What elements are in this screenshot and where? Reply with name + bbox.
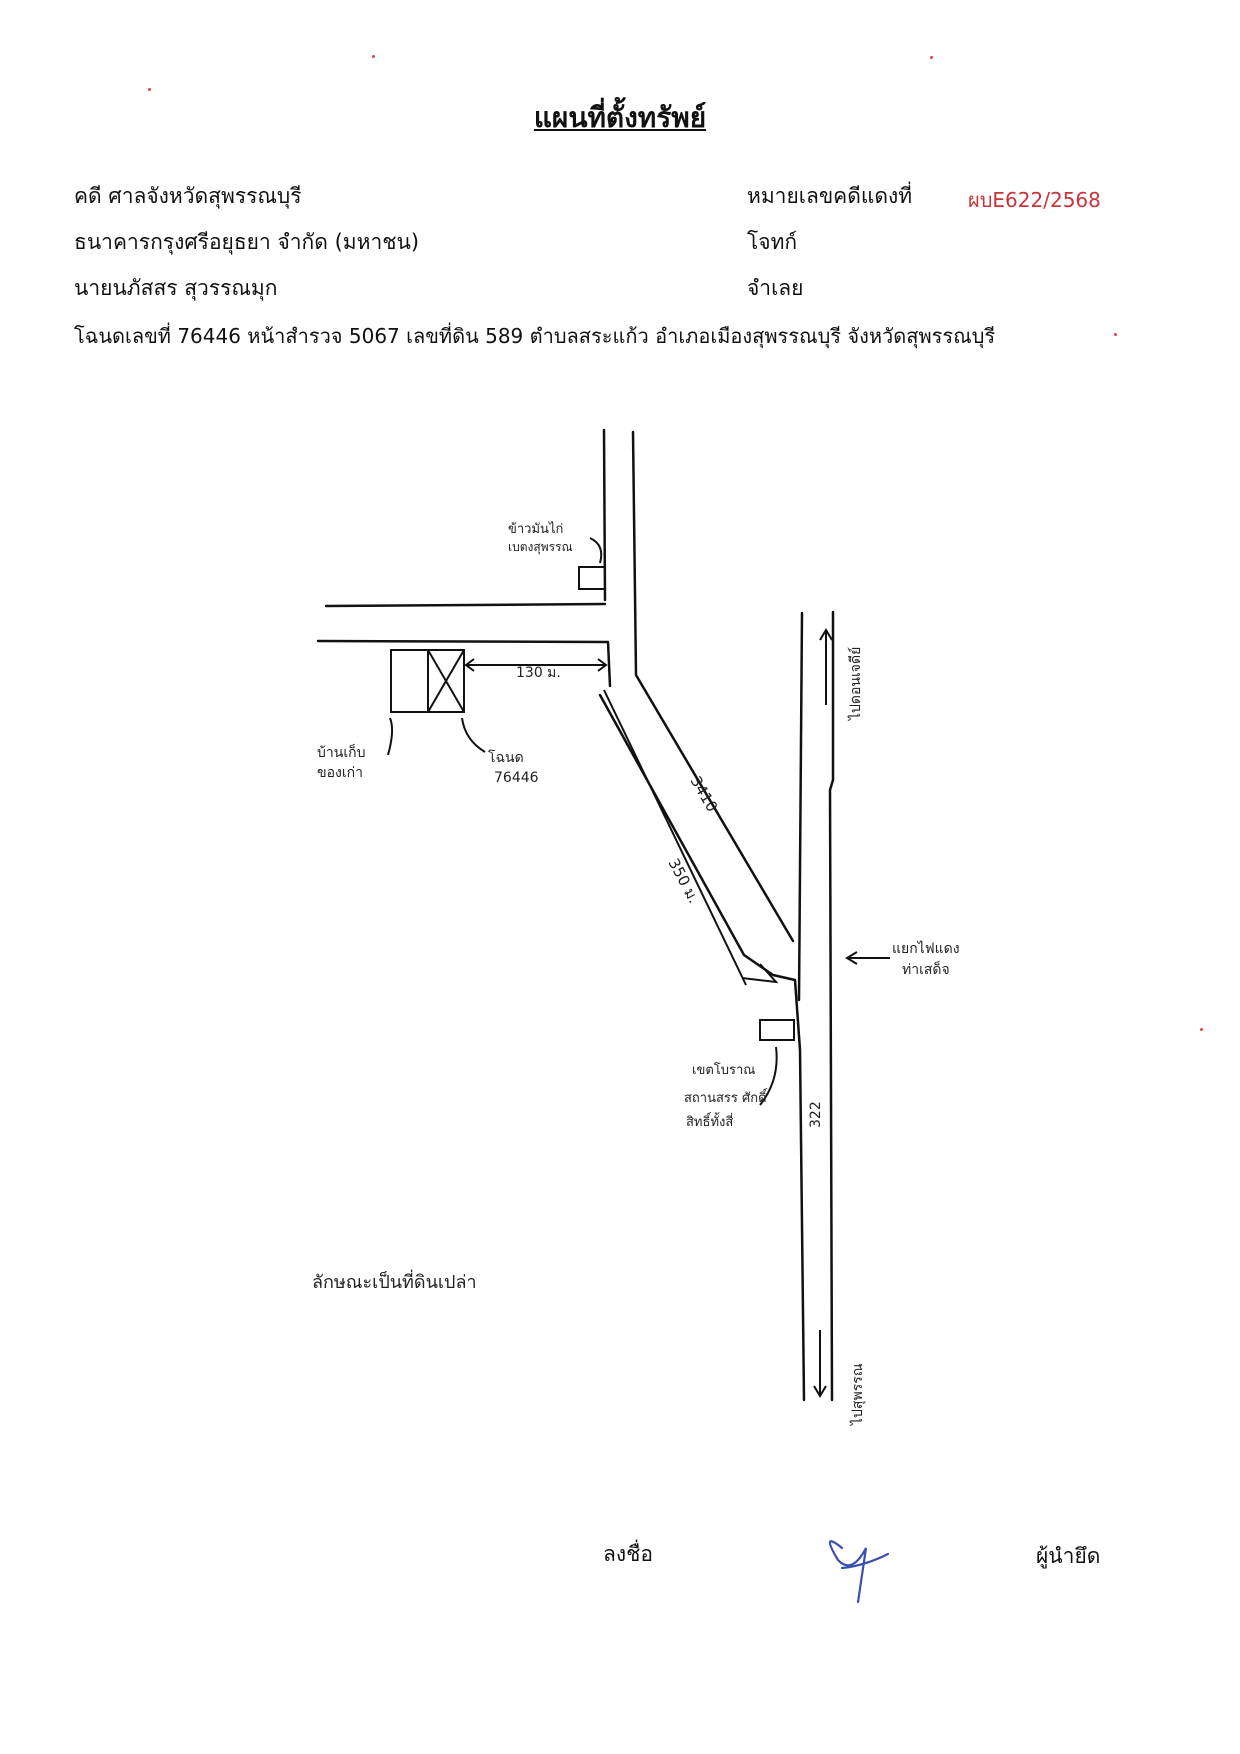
- plaintiff-label: โจทก์: [747, 230, 798, 254]
- traffic-light-head: [845, 951, 858, 965]
- shrine-label-3: สิทธิ์ทั้งสี่: [686, 1112, 733, 1130]
- restaurant-marker: [578, 566, 606, 590]
- sign-label: ลงชื่อ: [603, 1542, 653, 1566]
- soi-top-edge: [324, 602, 607, 608]
- to-don-chedi-label: ไปดอนเจดีย์: [847, 647, 864, 721]
- case-number-label: หมายเลขคดีแดงที่: [747, 184, 913, 208]
- shrine-pointer: [759, 1046, 778, 1106]
- house-label-1: บ้านเก็บ: [317, 743, 365, 761]
- shrine-label-1: เขตโบราณ: [692, 1062, 755, 1078]
- restaurant-label-1: ข้าวมันไก่: [508, 521, 563, 537]
- road-322-north-left: [797, 611, 804, 1002]
- speck: [1114, 333, 1117, 336]
- to-suphan-label: ไปสุพรรณ: [849, 1363, 866, 1426]
- road-322-label: 322: [808, 1101, 824, 1128]
- to-don-chedi-head: [819, 628, 833, 641]
- soi-bottom-edge: [316, 639, 612, 688]
- deed-pointer: [461, 717, 486, 753]
- traffic-light-label-2: ท่าเสด็จ: [902, 960, 950, 978]
- house-plot: [390, 649, 429, 713]
- page-title: แผนที่ตั้งทรัพย์: [533, 101, 707, 134]
- speck: [148, 88, 151, 91]
- restaurant-pointer: [589, 537, 603, 564]
- restaurant-label-2: เบตงสุพรรณ: [508, 540, 573, 555]
- shrine-marker: [759, 1019, 795, 1041]
- defendant-name: นายนภัสสร สุวรรณมุก: [74, 276, 278, 300]
- distance-130-label: 130 ม.: [516, 665, 561, 681]
- distance-350-head: [741, 963, 779, 984]
- deed-label-1: โฉนด: [488, 749, 524, 766]
- distance-350-label: 350 ม.: [664, 855, 702, 906]
- deed-plot-cross-b: [427, 649, 465, 713]
- land-plots: [390, 566, 795, 1041]
- traffic-light-label-1: แยกไฟแดง: [892, 940, 960, 957]
- road-3410-left-edge: [598, 693, 806, 1402]
- case-number: ผบE622/2568: [968, 188, 1101, 212]
- seizer-label: ผู้นำยึด: [1036, 1544, 1101, 1568]
- road-lines: [316, 428, 835, 1402]
- distance-130-head-left: [464, 658, 475, 672]
- speck: [372, 55, 375, 58]
- road-322-right-edge: [828, 610, 835, 1402]
- signature: [828, 1540, 890, 1604]
- house-pointer: [387, 717, 394, 756]
- house-label-2: ของเก่า: [317, 765, 363, 781]
- road-3410-label: 3410: [687, 773, 722, 815]
- speck: [930, 56, 933, 59]
- distance-350-arrow: [603, 689, 747, 986]
- land-note: ลักษณะเป็นที่ดินเปล่า: [312, 1269, 477, 1293]
- road-north-right-edge: [631, 430, 795, 943]
- plaintiff-name: ธนาคารกรุงศรีอยุธยา จำกัด (มหาชน): [74, 230, 420, 254]
- speck: [1200, 1028, 1203, 1031]
- defendant-label: จำเลย: [747, 276, 804, 300]
- deed-plot-76446: [427, 649, 465, 713]
- deed-label-2: 76446: [494, 770, 539, 786]
- deed-line: โฉนดเลขที่ 76446 หน้าสำรวจ 5067 เลขที่ดิ…: [74, 324, 996, 348]
- shrine-label-2: สถานสรร ศักดิ์: [684, 1088, 768, 1106]
- distance-130-head-right: [597, 658, 608, 672]
- to-suphan-head: [813, 1385, 827, 1398]
- court-line: คดี ศาลจังหวัดสุพรรณบุรี: [74, 184, 302, 208]
- arrows: [387, 537, 890, 1398]
